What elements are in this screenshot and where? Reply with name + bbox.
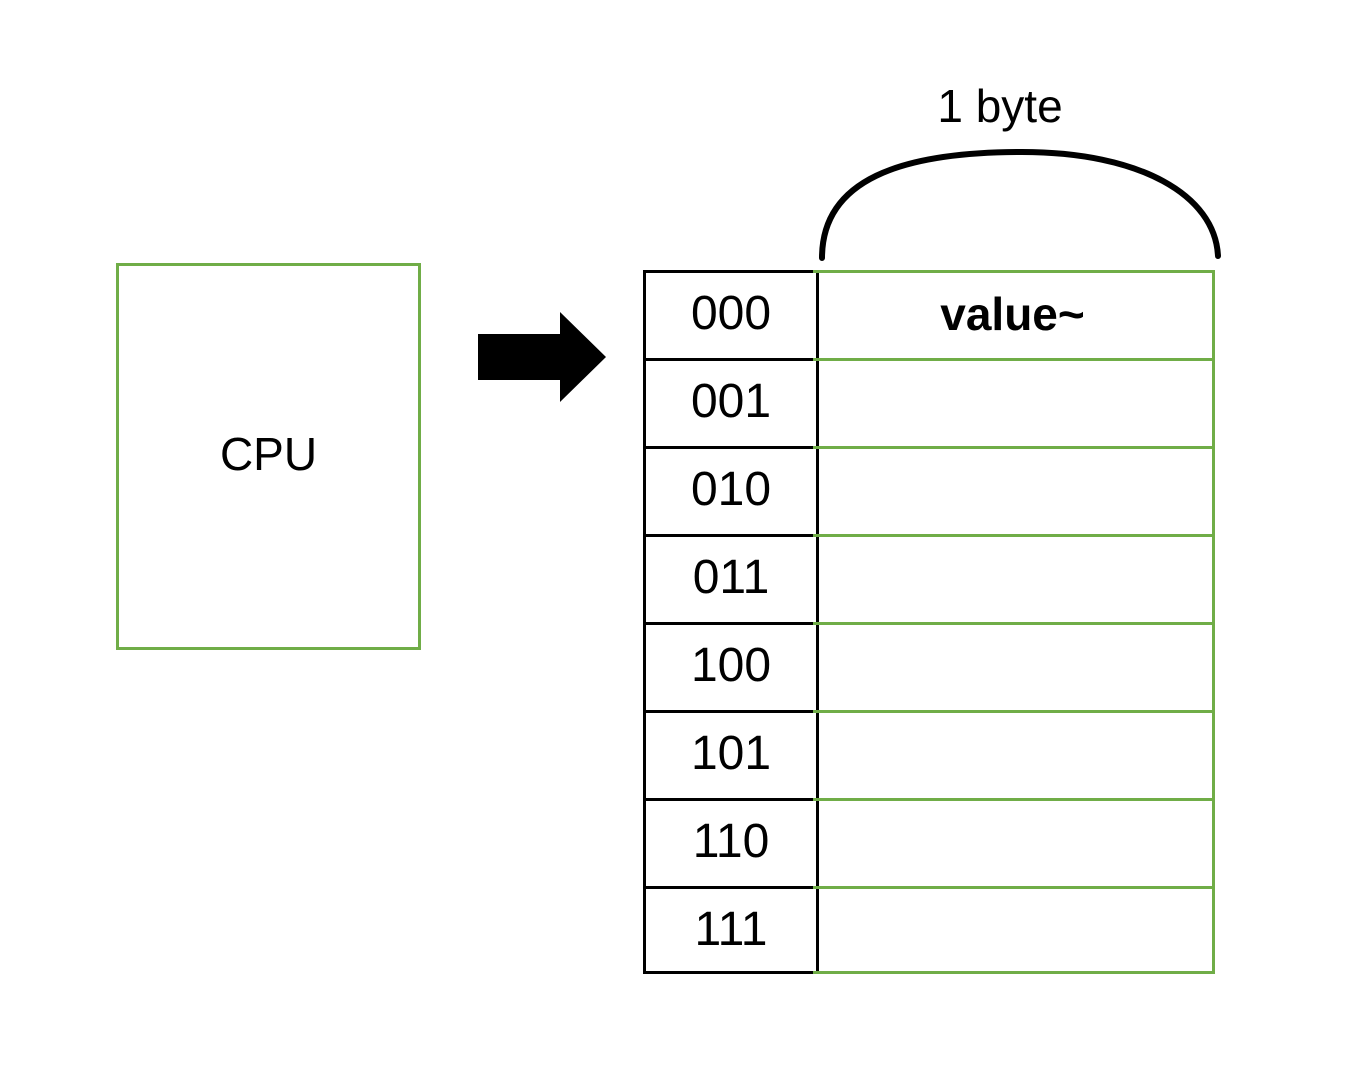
memory-address: 110 [643,798,819,886]
memory-row: 001 [643,358,1215,446]
memory-address: 010 [643,446,819,534]
memory-row-divider [643,798,813,801]
byte-brace [819,148,1221,261]
memory-row-divider [813,798,1212,801]
memory-row-divider [643,710,813,713]
memory-row: 011 [643,534,1215,622]
right-arrow-icon [478,312,606,402]
cpu-label: CPU [219,427,318,480]
memory-row-divider [643,886,813,889]
memory-row: 100 [643,622,1215,710]
memory-value [813,622,1215,710]
memory-value [813,446,1215,534]
memory-address: 100 [643,622,819,710]
memory-address: 111 [643,886,819,974]
memory-row-divider [643,622,813,625]
memory-value [813,886,1215,974]
memory-row: 111 [643,886,1215,974]
memory-row: 010 [643,446,1215,534]
memory-row-divider [813,270,1212,273]
memory-address: 011 [643,534,819,622]
memory-row-divider [813,886,1212,889]
memory-address: 000 [643,270,819,358]
memory-row-divider [813,971,1212,974]
cpu-box: CPU [116,263,421,650]
memory-row-divider [813,358,1212,361]
memory-row: 110 [643,798,1215,886]
memory-row-divider [643,534,813,537]
memory-row-divider [643,446,813,449]
memory-address: 001 [643,358,819,446]
memory-row-divider [643,971,813,974]
memory-value [813,710,1215,798]
memory-value: value~ [813,270,1215,358]
memory-value [813,534,1215,622]
memory-row-divider [813,534,1212,537]
memory-row-divider [643,270,813,273]
memory-address: 101 [643,710,819,798]
byte-size-label: 1 byte [937,80,1063,132]
memory-row: 101 [643,710,1215,798]
memory-row-divider [813,622,1212,625]
memory-value [813,358,1215,446]
memory-row-divider [643,358,813,361]
memory-value [813,798,1215,886]
memory-row-divider [813,710,1212,713]
memory-row-divider [813,446,1212,449]
